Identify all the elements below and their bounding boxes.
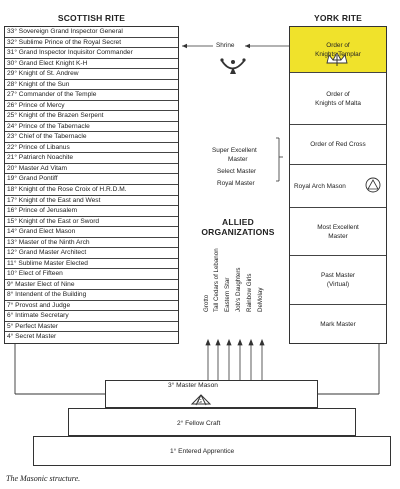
cryptic-master: Master (228, 156, 248, 163)
york-degree-label: Most Excellent Master (317, 223, 359, 240)
cryptic-select-master: Select Master (217, 168, 257, 175)
degree-master-mason: 3° Master Mason (168, 382, 218, 389)
crown-cross-icon (326, 52, 348, 66)
york-degree-royal-arch: Royal Arch Mason (290, 165, 386, 208)
york-degree-label: Order of Knights of Malta (315, 90, 361, 107)
scottish-degree-row: 28° Knight of the Sun (5, 80, 178, 91)
scottish-degree-row: 24° Prince of the Tabernacle (5, 122, 178, 133)
york-degree-label: Order of Red Cross (310, 141, 366, 148)
scottish-degree-row: 31° Grand Inspector Inquisitor Commander (5, 48, 178, 59)
shrine-emblem-icon (220, 58, 246, 74)
royal-arch-emblem-icon (365, 177, 381, 193)
scottish-degree-row: 4° Secret Master (7, 333, 57, 341)
scottish-degree-row: 29° Knight of St. Andrew (5, 69, 178, 80)
scottish-degree-row: 23° Chief of the Tabernacle (5, 132, 178, 143)
scottish-degree-row: 13° Master of the Ninth Arch (5, 238, 178, 249)
scottish-degree-row: 27° Commander of the Temple (5, 90, 178, 101)
york-degree-knights-templar: Order of Knights Templar (290, 27, 386, 73)
scottish-degree-row: 20° Master Ad Vitam (5, 164, 178, 175)
allied-organizations-title: ALLIED ORGANIZATIONS (201, 217, 275, 237)
scottish-degree-row: 25° Knight of the Brazen Serpent (5, 111, 178, 122)
blue-lodge-step-1 (33, 436, 391, 466)
york-degree-knights-of-malta: Order of Knights of Malta (290, 73, 386, 125)
scottish-rite-title: SCOTTISH RITE (57, 13, 126, 23)
shrine-label: Shrine (216, 42, 235, 49)
blue-lodge-step-3 (105, 380, 318, 408)
scottish-degree-row: 21° Patriarch Noachite (5, 153, 178, 164)
york-rite-column: Order of Knights Templar Order of Knight… (289, 26, 387, 344)
scottish-degree-row: 9° Master Elect of Nine (5, 280, 178, 291)
degree-entered-apprentice: 1° Entered Apprentice (170, 448, 235, 455)
scottish-degree-row: 16° Prince of Jerusalem (5, 206, 178, 217)
scottish-degree-row: 26° Prince of Mercy (5, 101, 178, 112)
scottish-degree-row: 19° Grand Pontiff (5, 174, 178, 185)
scottish-degree-row: 14° Grand Elect Mason (5, 227, 178, 238)
scottish-degree-row: 10° Elect of Fifteen (5, 269, 178, 280)
york-degree-label: Order of Knights Templar (315, 41, 361, 58)
scottish-degree-row: 18° Knight of the Rose Croix of H.R.D.M. (5, 185, 178, 196)
allied-arrows (205, 338, 265, 380)
scottish-degree-row: 12° Grand Master Architect (5, 248, 178, 259)
blue-lodge-step-2 (68, 408, 356, 436)
york-degree-label: Mark Master (320, 320, 356, 328)
york-degree-label: Royal Arch Mason (294, 182, 346, 190)
scottish-degree-row: 17° Knight of the East and West (5, 196, 178, 207)
york-degree-most-excellent: Most Excellent Master (290, 208, 386, 256)
square-compass-icon: G (190, 394, 212, 406)
scottish-degree-row: 5° Perfect Master (5, 322, 178, 333)
york-degree-label: Past Master (Virtual) (320, 272, 356, 288)
scottish-degree-row: 33° Sovereign Grand Inspector General (5, 27, 178, 38)
york-degree-red-cross: Order of Red Cross (290, 125, 386, 165)
cryptic-royal-master: Royal Master (217, 180, 255, 187)
york-degree-past-master: Past Master (Virtual) (290, 256, 386, 305)
degree-fellow-craft: 2° Fellow Craft (177, 420, 221, 427)
scottish-degree-row: 7° Provost and Judge (5, 301, 178, 312)
scottish-degree-row: 32° Sublime Prince of the Royal Secret (5, 38, 178, 49)
figure-caption: The Masonic structure. (6, 474, 81, 483)
scottish-degree-row: 6° Intimate Secretary (5, 311, 178, 322)
york-degree-mark-master: Mark Master (290, 305, 386, 343)
scottish-degree-row: 22° Prince of Libanus (5, 143, 178, 154)
scottish-degree-row: 8° Intendent of the Building (5, 290, 178, 301)
scottish-degree-row: 11° Sublime Master Elected (5, 259, 178, 270)
cryptic-super-excellent: Super Excellent (212, 147, 257, 154)
svg-text:G: G (198, 399, 202, 405)
scottish-degree-row: 15° Knight of the East or Sword (5, 217, 178, 228)
scottish-degree-row: 30° Grand Elect Knight K-H (5, 59, 178, 70)
york-rite-title: YORK RITE (313, 13, 363, 23)
